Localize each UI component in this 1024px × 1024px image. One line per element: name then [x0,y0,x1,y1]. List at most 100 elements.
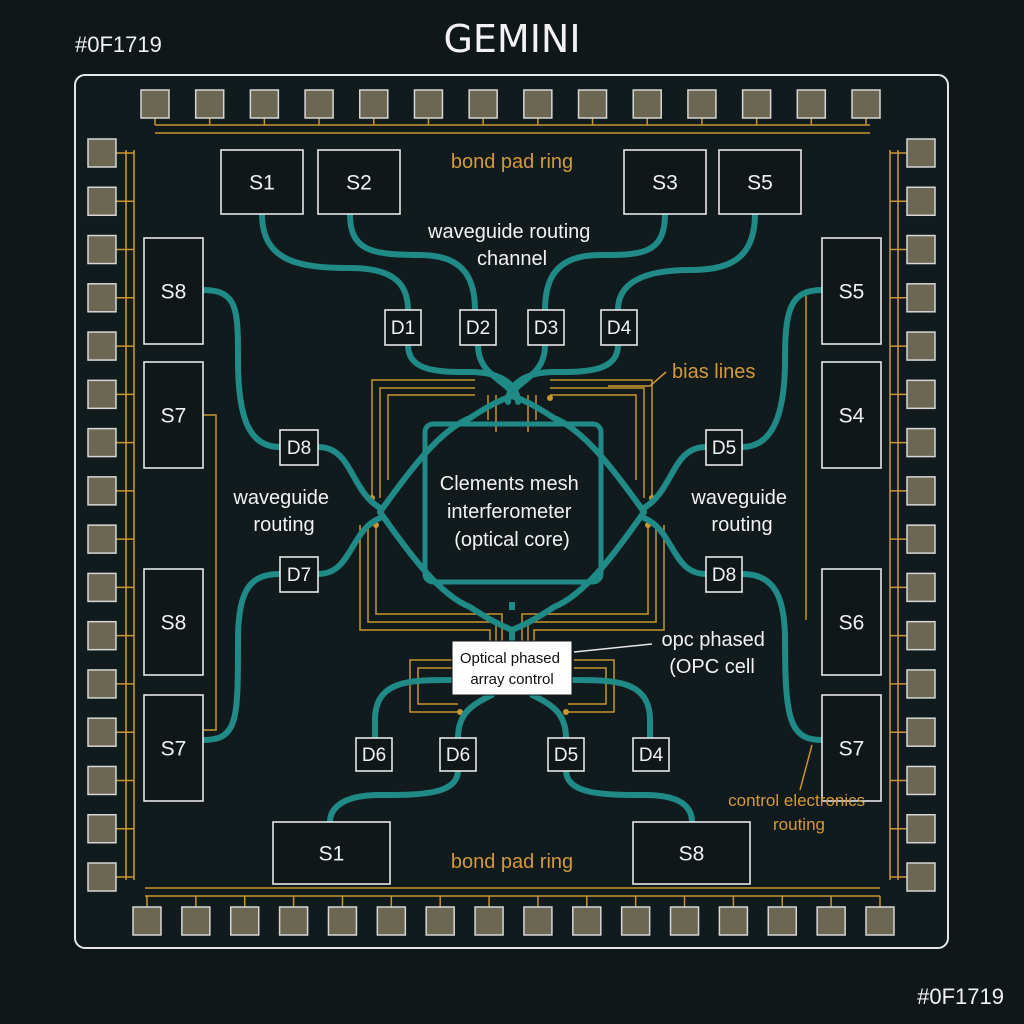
label-waveguide-routing-right: waveguide routing [690,487,792,536]
detector-left-1-box [279,429,319,466]
source-left-1-box [143,237,204,345]
bond-pad [767,906,798,936]
source-right-2-box [821,361,882,469]
label-line: opc phased [662,629,765,651]
detector-top-4-label: D4 [607,318,632,339]
bond-pad [906,186,936,217]
bond-pad [87,138,117,168]
bond-pad [87,717,117,747]
source-top-4-box [718,149,802,215]
label-line: waveguide [690,487,787,509]
bond-pad [523,89,553,119]
bond-pad [87,524,117,554]
bond-pad [87,813,117,844]
bond-pad [577,89,608,119]
label-line: routing [711,514,772,536]
source-right-4-label: S7 [839,737,865,760]
bond-pad [906,476,936,506]
detector-bottom-3-box [547,737,585,772]
bond-pad-bus-lines [125,124,899,897]
source-left-4-box [143,694,204,802]
bond-pad [87,234,117,265]
bond-pad [906,331,936,361]
mesh-center-marker [509,602,515,610]
detector-bottom-1-box [355,737,393,772]
bond-pad [906,283,936,313]
bond-pad [359,89,389,119]
source-right-1: S5 [821,237,882,345]
source-left-3: S8 [143,568,204,676]
source-top-1-label: S1 [249,171,275,194]
bond-pad [87,427,117,458]
label-opa-control: Optical phased array control [460,650,564,688]
detector-top-2-box [459,309,497,346]
source-left-2-label: S7 [161,404,187,427]
bond-pad [620,906,651,936]
bond-pad [229,906,260,936]
corner-hex-bottom-right: #0F1719 [917,984,1004,1009]
bond-pad [865,906,895,936]
label-waveguide-routing-left: waveguide routing [232,487,334,536]
source-right-4-box [821,694,882,802]
label-bond-pad-ring-top: bond pad ring [451,151,573,173]
bond-pad [194,89,225,119]
source-left-1-label: S8 [161,280,187,303]
bond-pad [87,862,117,892]
bond-pad [87,476,117,506]
source-top-3: S3 [623,149,707,215]
source-right-3: S6 [821,568,882,676]
detector-left-1: D8 [279,429,319,466]
bond-pad [87,572,117,603]
detector-bottom-2-box [439,737,477,772]
bond-pad [523,906,553,936]
corner-hex-top-left: #0F1719 [75,32,162,57]
label-opc-cell: opc phased (OPC cell [662,629,771,678]
label-control-electronics: control electronics routing [728,791,870,834]
detector-top-4: D4 [600,309,638,346]
label-mesh-core: Clements mesh interferometer (optical co… [440,473,585,551]
source-bottom-1-box [272,821,391,885]
bond-pad [132,906,162,936]
source-bottom-2-box [632,821,751,885]
source-top-1: S1 [220,149,304,215]
detector-bottom-4-box [632,737,670,772]
label-line: control electronics [728,791,865,810]
source-bottom-2-label: S8 [679,842,705,865]
bond-pad [181,906,211,936]
bond-pad [906,234,936,265]
label-line: (OPC cell [669,656,755,678]
detector-right-1-box [705,429,743,466]
source-top-3-box [623,149,707,215]
source-left-4: S7 [143,694,204,802]
bond-pad [906,813,936,844]
label-bond-pad-ring-bottom: bond pad ring [451,851,573,873]
bond-pad [906,524,936,554]
bond-pad-row-bottom [132,896,895,936]
detector-left-2-label: D7 [287,565,311,586]
source-top-3-label: S3 [652,171,678,194]
detector-bottom-1: D6 [355,737,393,772]
detector-bottom-2: D6 [439,737,477,772]
bond-pad [87,186,117,217]
bond-pad [87,283,117,313]
bond-pad [140,89,170,119]
source-top-2: S2 [317,149,401,215]
label-line: (optical core) [454,529,570,551]
bond-pad [249,89,280,119]
label-line: routing [253,514,314,536]
bond-pad [278,906,309,936]
detector-top-2-label: D2 [466,318,490,339]
source-top-4-label: S5 [747,171,773,194]
bias-lines-leader [608,371,667,387]
bond-pad [906,862,936,892]
detector-bottom-3-label: D5 [554,745,578,766]
label-line: interferometer [447,501,572,523]
label-bias-lines: bias lines [672,361,755,383]
bond-pad [906,717,936,747]
source-right-3-box [821,568,882,676]
bond-pad [87,379,117,410]
mesh-interferometer-outline [422,421,604,585]
source-right-1-box [821,237,882,345]
